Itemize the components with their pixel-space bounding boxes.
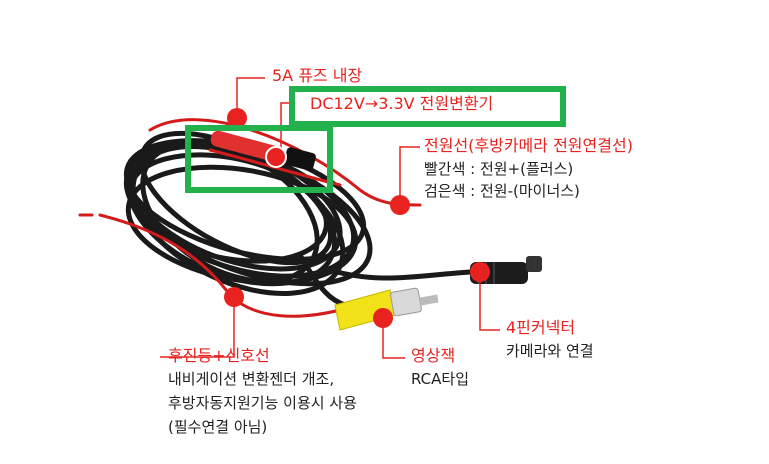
converter-label: DC12V→3.3V 전원변환기 xyxy=(310,94,494,113)
callout-lines xyxy=(160,77,500,359)
converter-label-box xyxy=(289,86,566,127)
video-jack-title: 영상잭 xyxy=(411,346,456,365)
pin-connector-desc: 카메라와 연결 xyxy=(506,342,594,360)
fuse-highlight-dot xyxy=(265,146,287,168)
video-jack-desc: RCA타입 xyxy=(411,370,470,388)
fuse-label: 5A 퓨즈 내장 xyxy=(272,66,363,85)
pin-connector-title: 4핀커넥터 xyxy=(506,318,576,337)
reverse-signal-line3: (필수연결 아님) xyxy=(168,418,268,436)
power-black-desc: 검은색 : 전원-(마이너스) xyxy=(424,182,580,200)
reverse-signal-line2: 후방자동지원기능 이용시 사용 xyxy=(168,394,357,412)
reverse-signal-title: 후진등+신호선 xyxy=(168,346,270,365)
fuse-holder xyxy=(210,130,316,171)
power-cable-title: 전원선(후방카메라 전원연결선) xyxy=(424,136,633,155)
power-red-desc: 빨간색 : 전원+(플러스) xyxy=(424,160,574,178)
reverse-signal-line1: 내비게이션 변환젠더 개조, xyxy=(168,370,335,388)
rca-connector xyxy=(334,287,439,331)
converter-highlight-box xyxy=(185,125,333,193)
callout-dots xyxy=(224,108,490,328)
